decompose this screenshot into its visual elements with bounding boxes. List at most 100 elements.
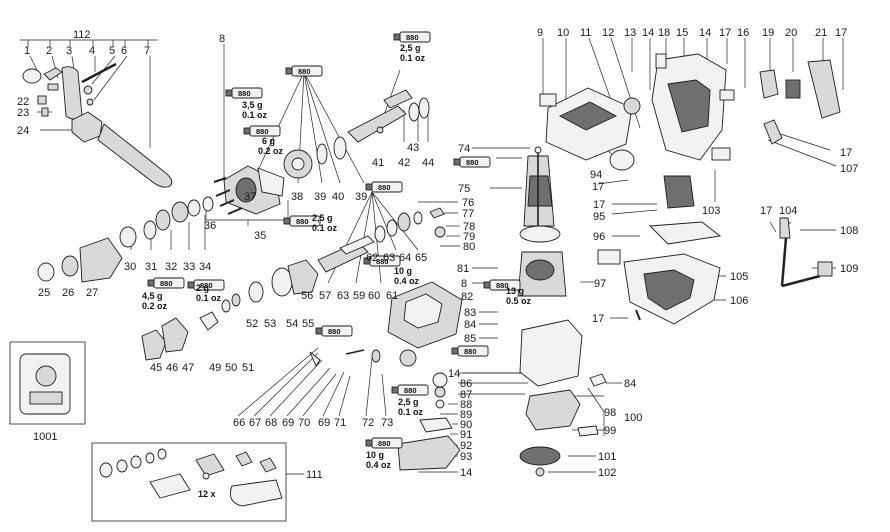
callout-39: 39 — [314, 191, 326, 203]
callout-70: 70 — [298, 417, 310, 429]
callout-7: 7 — [144, 45, 150, 57]
callout-9: 9 — [537, 27, 543, 39]
callout-64: 64 — [399, 252, 411, 264]
grease-tube: 880 — [451, 345, 489, 357]
callout-111: 111 — [306, 469, 323, 481]
callout-14d: 14 — [699, 27, 711, 39]
callout-79: 79 — [463, 231, 475, 243]
spindle-assembly — [347, 89, 430, 143]
callout-94: 94 — [590, 169, 602, 181]
callout-51: 51 — [242, 362, 254, 374]
grease-tube: 880 — [453, 156, 491, 168]
callout-83: 83 — [464, 307, 476, 319]
qty-01oz: 0.1 oz — [400, 53, 426, 63]
svg-text:880: 880 — [296, 217, 309, 226]
svg-text:880: 880 — [238, 89, 251, 98]
callout-63a: 63 — [337, 290, 349, 302]
callout-17g: 17 — [760, 205, 772, 217]
callout-17b: 17 — [593, 199, 605, 211]
callout-30: 30 — [124, 261, 136, 273]
callout-17f: 17 — [840, 147, 852, 159]
grease-tube: 880 — [187, 279, 225, 291]
callout-76: 76 — [462, 197, 474, 209]
callout-6: 6 — [121, 45, 127, 57]
callout-84b: 84 — [624, 378, 636, 390]
callout-84a: 84 — [464, 319, 476, 331]
callout-1001: 1001 — [33, 431, 57, 443]
field-stator — [517, 251, 567, 297]
gear-38-assembly — [283, 136, 347, 179]
grease-tube: 880 — [365, 181, 403, 193]
callout-80: 80 — [463, 241, 475, 253]
callout-62: 62 — [366, 252, 378, 264]
callout-105: 105 — [730, 271, 748, 283]
callout-73: 73 — [381, 417, 393, 429]
svg-text:880: 880 — [328, 327, 341, 336]
svg-text:880: 880 — [256, 127, 269, 136]
callout-18: 18 — [658, 27, 670, 39]
callout-32: 32 — [165, 261, 177, 273]
grease-tubes: 880 880 880 880 880 880 880 880 880 880 … — [147, 31, 521, 449]
callout-56: 56 — [301, 290, 313, 302]
callout-93: 93 — [460, 451, 472, 463]
callout-63: 63 — [383, 252, 395, 264]
qty-02oz: 0.2 oz — [258, 146, 284, 156]
callout-60: 60 — [368, 290, 380, 302]
motor-housing — [519, 319, 607, 477]
qty-35g: 3,5 g — [242, 100, 263, 110]
callout-108: 108 — [840, 225, 858, 237]
callout-50: 50 — [225, 362, 237, 374]
chuck-assembly — [37, 165, 285, 283]
callout-57: 57 — [319, 290, 331, 302]
callout-102: 102 — [598, 467, 616, 479]
callout-59: 59 — [353, 290, 365, 302]
callout-14a: 14 — [448, 368, 460, 380]
side-handle-assembly — [22, 62, 173, 188]
callout-90: 90 — [460, 419, 472, 431]
callout-91: 91 — [460, 429, 472, 441]
callout-67: 67 — [249, 417, 261, 429]
callout-98: 98 — [604, 407, 616, 419]
grease-tube: 880 — [365, 437, 403, 449]
grease-tube: 880 — [391, 384, 429, 396]
callout-25: 25 — [38, 287, 50, 299]
callout-14b: 14 — [460, 467, 472, 479]
callout-44: 44 — [422, 157, 434, 169]
callout-92: 92 — [460, 440, 472, 452]
callout-78: 78 — [463, 221, 475, 233]
qty-45g: 4,5 g — [142, 291, 163, 301]
qty-01oz: 0.1 oz — [312, 223, 338, 233]
qty-13g: 13 g — [506, 286, 524, 296]
callout-8b: 8 — [461, 278, 467, 290]
callout-38: 38 — [291, 191, 303, 203]
grease-tube: 880 — [225, 87, 263, 99]
callout-77: 77 — [462, 208, 474, 220]
callout-12: 12 — [602, 27, 614, 39]
callout-61: 61 — [386, 290, 398, 302]
callout-10: 10 — [557, 27, 569, 39]
callout-45: 45 — [150, 362, 162, 374]
callout-22: 22 — [17, 96, 29, 108]
qty-10g: 10 g — [394, 266, 412, 276]
qty-02oz: 0.2 oz — [142, 301, 168, 311]
hammer-mechanism — [141, 207, 446, 361]
callout-54: 54 — [286, 318, 298, 330]
grease-tube: 880 — [315, 325, 353, 337]
screws-8 — [213, 177, 243, 215]
svg-text:880: 880 — [376, 257, 389, 266]
callout-2: 2 — [46, 45, 52, 57]
grease-tube: 880 — [243, 125, 281, 137]
callout-65: 65 — [415, 252, 427, 264]
callout-33: 33 — [183, 261, 195, 273]
qty-05oz: 0.5 oz — [506, 296, 532, 306]
svg-text:880: 880 — [160, 279, 173, 288]
callout-34: 34 — [199, 261, 211, 273]
callout-31: 31 — [145, 261, 157, 273]
callout-99: 99 — [604, 425, 616, 437]
callout-20: 20 — [785, 27, 797, 39]
svg-text:880: 880 — [298, 67, 311, 76]
callout-4: 4 — [89, 45, 95, 57]
callout-69: 69 — [282, 417, 294, 429]
grease-tube: 880 — [483, 279, 521, 291]
callout-numbers: 112 1 2 3 4 5 6 7 8 22 23 24 25 26 27 30… — [17, 27, 858, 481]
